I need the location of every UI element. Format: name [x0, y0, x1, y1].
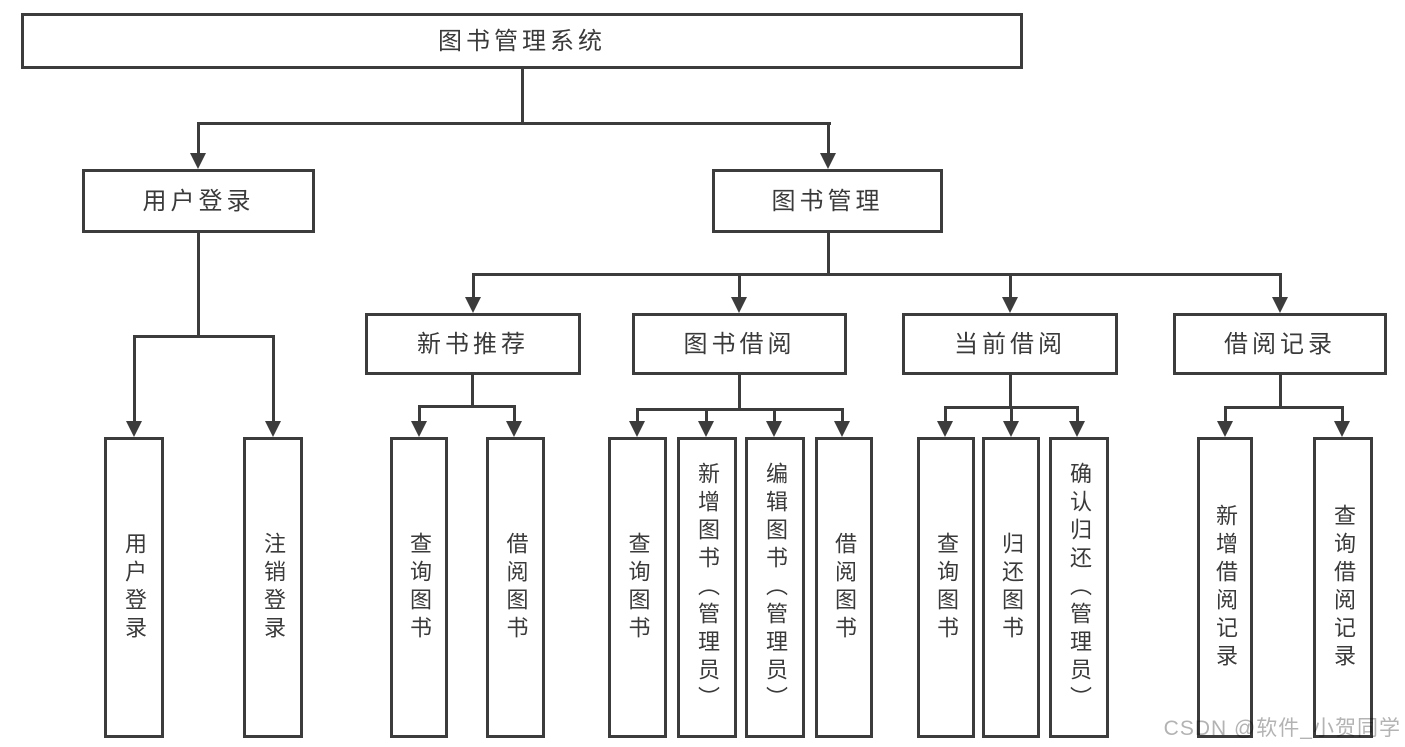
node-book-management-label: 图书管理 [771, 188, 884, 215]
leaf-confirm-return-admin: 确认归还（管理员） [1049, 437, 1109, 738]
connector-line [827, 233, 830, 273]
node-root-label: 图书管理系统 [438, 28, 606, 55]
connector-line [418, 405, 516, 408]
leaf-add-books-admin: 新增图书（管理员） [677, 437, 737, 738]
leaf-add-borrow-record-label: 新增借阅记录 [1213, 503, 1238, 672]
connector-line [272, 335, 275, 421]
arrow-down-icon [731, 297, 747, 313]
arrow-down-icon [698, 421, 714, 437]
connector-line [1009, 375, 1012, 406]
node-new-book-recommend-label: 新书推荐 [417, 331, 529, 358]
leaf-query-books-1: 查询图书 [390, 437, 448, 738]
leaf-query-borrow-record-label: 查询借阅记录 [1331, 503, 1356, 672]
connector-line [472, 273, 475, 297]
node-borrow-records: 借阅记录 [1173, 313, 1387, 375]
connector-line [472, 273, 1282, 276]
leaf-confirm-return-admin-label: 确认归还（管理员） [1067, 461, 1092, 714]
node-current-borrow-label: 当前借阅 [954, 331, 1066, 358]
connector-line [705, 408, 708, 421]
arrow-down-icon [1334, 421, 1350, 437]
connector-line [1010, 406, 1013, 421]
node-new-book-recommend: 新书推荐 [365, 313, 581, 375]
arrow-down-icon [1217, 421, 1233, 437]
connector-line [197, 122, 831, 125]
arrow-down-icon [937, 421, 953, 437]
node-book-borrow-label: 图书借阅 [683, 331, 796, 358]
csdn-watermark: CSDN @软件_小贺同学 [1163, 717, 1401, 740]
connector-line [1341, 406, 1344, 421]
connector-line [1076, 406, 1079, 421]
connector-line [738, 375, 741, 408]
arrow-down-icon [1002, 297, 1018, 313]
leaf-query-books-3: 查询图书 [917, 437, 975, 738]
connector-line [636, 408, 844, 411]
arrow-down-icon [629, 421, 645, 437]
connector-line [133, 335, 275, 338]
leaf-return-books-label: 归还图书 [999, 531, 1024, 644]
node-borrow-records-label: 借阅记录 [1224, 331, 1336, 358]
leaf-logout: 注销登录 [243, 437, 303, 738]
connector-line [1009, 273, 1012, 297]
connector-line [738, 273, 741, 297]
leaf-add-books-admin-label: 新增图书（管理员） [695, 461, 720, 714]
connector-line [197, 122, 200, 155]
leaf-borrow-books-2: 借阅图书 [815, 437, 873, 738]
connector-line [1224, 406, 1342, 409]
node-current-borrow: 当前借阅 [902, 313, 1118, 375]
connector-line [841, 408, 844, 421]
connector-line [471, 375, 474, 405]
leaf-query-books-2-label: 查询图书 [625, 531, 651, 644]
node-book-management: 图书管理 [712, 169, 943, 233]
connector-line [133, 335, 136, 421]
leaf-add-borrow-record: 新增借阅记录 [1197, 437, 1253, 738]
leaf-edit-books-admin-label: 编辑图书（管理员） [763, 461, 788, 714]
connector-line [636, 408, 639, 421]
arrow-down-icon [506, 421, 522, 437]
connector-line [1279, 273, 1282, 297]
node-book-borrow: 图书借阅 [632, 313, 847, 375]
connector-line [521, 69, 524, 122]
leaf-user-login: 用户登录 [104, 437, 164, 738]
connector-line [197, 233, 200, 335]
leaf-logout-label: 注销登录 [261, 531, 286, 644]
arrow-down-icon [190, 153, 206, 169]
arrow-down-icon [265, 421, 281, 437]
leaf-query-books-3-label: 查询图书 [934, 531, 959, 644]
arrow-down-icon [820, 153, 836, 169]
arrow-down-icon [1272, 297, 1288, 313]
node-user-login: 用户登录 [82, 169, 315, 233]
connector-line [827, 122, 830, 155]
arrow-down-icon [834, 421, 850, 437]
arrow-down-icon [126, 421, 142, 437]
arrow-down-icon [1069, 421, 1085, 437]
leaf-borrow-books-2-label: 借阅图书 [832, 531, 857, 644]
node-user-login-label: 用户登录 [142, 188, 255, 215]
arrow-down-icon [465, 297, 481, 313]
connector-line [1224, 406, 1227, 421]
leaf-return-books: 归还图书 [982, 437, 1040, 738]
leaf-user-login-label: 用户登录 [122, 531, 147, 644]
leaf-borrow-books-1: 借阅图书 [486, 437, 545, 738]
leaf-edit-books-admin: 编辑图书（管理员） [745, 437, 805, 738]
arrow-down-icon [1003, 421, 1019, 437]
arrow-down-icon [766, 421, 782, 437]
connector-line [1279, 375, 1282, 406]
connector-line [513, 405, 516, 421]
node-root: 图书管理系统 [21, 13, 1023, 69]
connector-line [418, 405, 421, 421]
connector-line [773, 408, 776, 421]
leaf-query-books-1-label: 查询图书 [407, 531, 432, 644]
leaf-query-books-2: 查询图书 [608, 437, 667, 738]
arrow-down-icon [411, 421, 427, 437]
leaf-borrow-books-1-label: 借阅图书 [503, 531, 529, 644]
leaf-query-borrow-record: 查询借阅记录 [1313, 437, 1373, 738]
connector-line [944, 406, 947, 421]
